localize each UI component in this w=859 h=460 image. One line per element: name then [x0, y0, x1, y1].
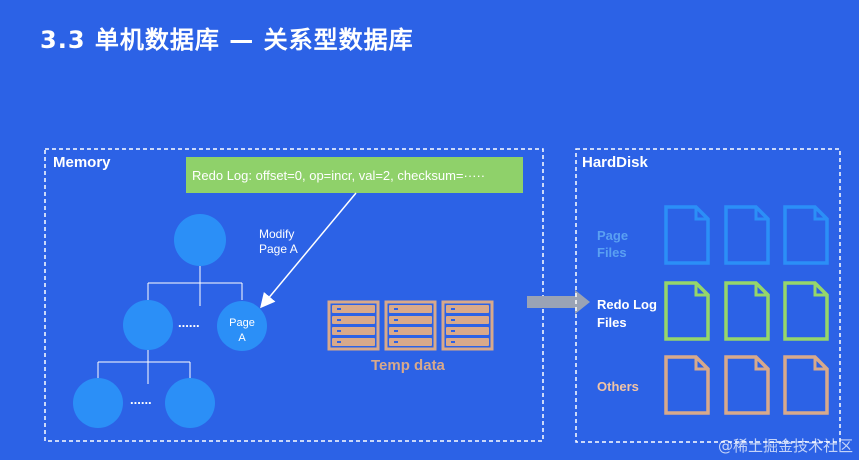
page-files-row [664, 205, 829, 265]
modify-label-line2: Page A [259, 242, 298, 256]
file-icon [783, 205, 829, 265]
tree-edges [97, 266, 243, 384]
tree-ellipsis-upper: ...... [178, 315, 200, 330]
file-icon [724, 205, 770, 265]
page-a-node-line1: Page [229, 317, 255, 329]
disk-row-others-label: Others [597, 379, 639, 394]
modify-arrow [260, 192, 357, 309]
redo-log-entry-box [186, 157, 523, 193]
tree-leaf-left-node [73, 378, 123, 428]
file-icon [664, 281, 710, 341]
temp-data-label: Temp data [371, 357, 446, 374]
file-icon [724, 281, 770, 341]
watermark: @稀土掘金技术社区 [717, 437, 853, 455]
temp-data-block [327, 300, 494, 351]
file-icon [724, 355, 770, 415]
page-a-node [217, 301, 267, 351]
disk-row-redo-label-line2: Files [597, 315, 627, 330]
memory-region [44, 148, 544, 442]
harddisk-region [575, 148, 841, 443]
temp-data-column [384, 300, 437, 351]
temp-data-column [327, 300, 380, 351]
redo-log-files-row [664, 281, 829, 341]
redo-log-entry-text: Redo Log: offset=0, op=incr, val=2, chec… [192, 168, 485, 183]
disk-row-page-label-line2: Files [597, 245, 627, 260]
file-icon [664, 355, 710, 415]
file-icon [783, 355, 829, 415]
file-icon [664, 205, 710, 265]
page-a-node-line2: A [238, 332, 246, 344]
memory-label: Memory [53, 154, 111, 171]
others-files-row [664, 355, 829, 415]
flush-arrow [527, 290, 590, 314]
file-icon [783, 281, 829, 341]
tree-left-node [123, 300, 173, 350]
temp-data-column [441, 300, 494, 351]
disk-row-page-label-line1: Page [597, 228, 628, 243]
modify-label-line1: Modify [259, 227, 294, 241]
tree-ellipsis-lower: ...... [130, 392, 152, 407]
slide-title: 3.3 单机数据库 — 关系型数据库 [40, 26, 414, 54]
tree-root-node [174, 214, 226, 266]
harddisk-label: HardDisk [582, 154, 649, 171]
tree-leaf-right-node [165, 378, 215, 428]
disk-row-redo-label-line1: Redo Log [597, 297, 657, 312]
